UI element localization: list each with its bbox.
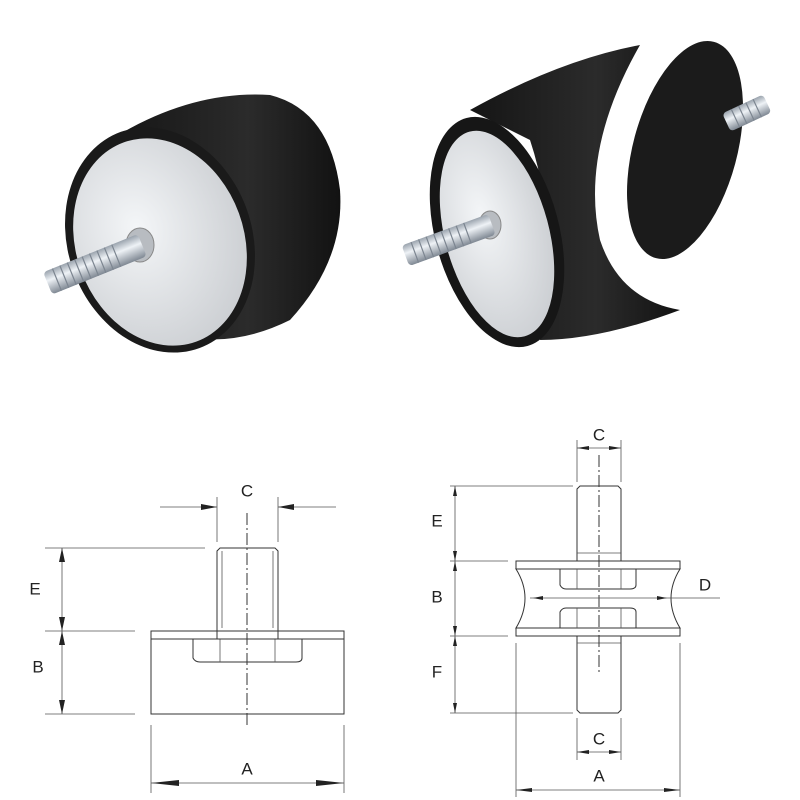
dim-label-b: B	[32, 657, 43, 676]
dim-label-f: F	[432, 662, 442, 681]
dim-label-c-bottom: C	[593, 729, 605, 748]
dim-label-e: E	[29, 579, 40, 598]
spool-mount-drawing	[450, 440, 720, 797]
cylinder-mount-drawing	[45, 497, 345, 793]
spool-mount-photo	[402, 40, 771, 348]
cylinder-mount-photo	[44, 94, 341, 353]
dim-label-c: C	[241, 481, 253, 500]
dim-label-b: B	[431, 587, 442, 606]
dim-label-e: E	[431, 511, 442, 530]
dim-label-a: A	[593, 766, 605, 785]
dim-label-c-top: C	[593, 425, 605, 444]
dim-label-a: A	[241, 759, 253, 778]
dim-label-d: D	[699, 575, 711, 594]
